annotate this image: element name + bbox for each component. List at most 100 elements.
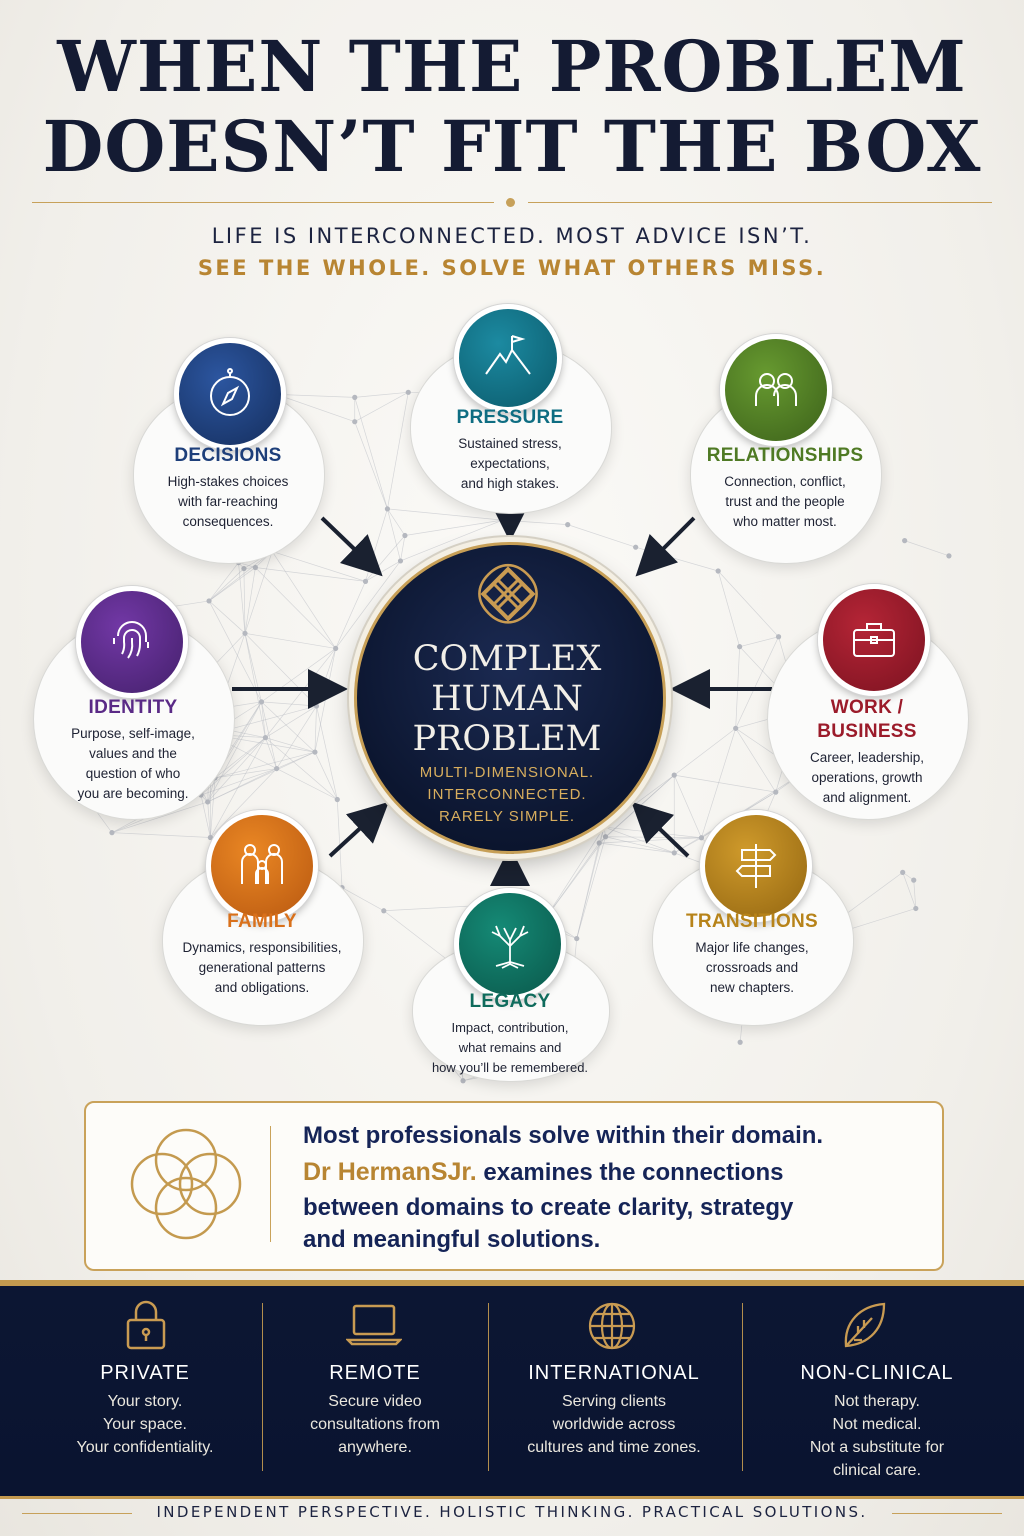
- identity-title: IDENTITY: [88, 697, 178, 718]
- network-line: [255, 567, 366, 582]
- network-line: [717, 570, 779, 638]
- subheadline-1: LIFE IS INTERCONNECTED. MOST ADVICE ISN’…: [211, 224, 813, 248]
- network-node: [733, 725, 739, 731]
- network-line: [244, 633, 262, 702]
- desc-line: who matter most.: [733, 514, 837, 529]
- desc-line: Career, leadership,: [809, 750, 925, 765]
- network-line: [735, 728, 777, 793]
- desc-line: Not therapy.: [834, 1393, 920, 1410]
- network-node: [334, 796, 340, 803]
- network-line: [244, 633, 317, 707]
- desc-line: generational patterns: [198, 960, 326, 975]
- network-line: [387, 508, 503, 521]
- network-line: [365, 535, 406, 582]
- network-line: [208, 551, 273, 602]
- network-node: [312, 749, 318, 755]
- network-line: [207, 701, 262, 803]
- feature-private-title: PRIVATE: [100, 1362, 190, 1384]
- desc-line: how you’ll be remembered.: [431, 1060, 589, 1075]
- network-node: [333, 645, 339, 652]
- desc-line: Your story.: [107, 1393, 183, 1410]
- center-sub-line: RARELY SIMPLE.: [439, 808, 575, 825]
- desc-line: crossroads and: [705, 960, 799, 975]
- network-line: [276, 394, 355, 423]
- desc-line: and obligations.: [214, 980, 310, 995]
- network-node: [601, 824, 607, 830]
- network-line: [673, 774, 702, 838]
- footer-separator: [742, 1303, 743, 1471]
- desc-line: Not a substitute for: [809, 1439, 945, 1456]
- network-node: [252, 564, 258, 571]
- network-line: [314, 648, 337, 753]
- network-line: [244, 632, 336, 649]
- network-line: [214, 768, 277, 779]
- desc-line: Secure video: [328, 1393, 422, 1410]
- family-icon: [206, 810, 318, 922]
- network-line: [272, 551, 366, 582]
- network-line: [635, 546, 719, 572]
- desc-line: Dynamics, responsibilities,: [182, 940, 342, 955]
- desc-line: cultures and time zones.: [527, 1439, 701, 1456]
- network-line: [207, 801, 211, 838]
- banner-line-3: between domains to create clarity, strat…: [303, 1194, 794, 1221]
- network-line: [544, 826, 605, 919]
- legacy-title: LEGACY: [469, 991, 551, 1012]
- footer-separator: [262, 1303, 263, 1471]
- desc-line: Sustained stress,: [458, 436, 562, 451]
- feature-nonclinical-title: NON-CLINICAL: [800, 1362, 954, 1384]
- network-node: [671, 850, 677, 856]
- network-line: [261, 701, 266, 738]
- feature-nonclinical-desc: Not therapy. Not medical. Not a substitute…: [752, 1390, 1002, 1482]
- desc-line: Serving clients: [561, 1393, 667, 1410]
- network-line: [354, 397, 388, 510]
- network-node: [946, 553, 952, 559]
- network-node: [775, 634, 782, 640]
- network-node: [405, 389, 411, 395]
- desc-line: High-stakes choices: [167, 474, 289, 489]
- network-line: [674, 728, 736, 776]
- desc-line: trust and the people: [725, 494, 845, 509]
- desc-line: Impact, contribution,: [451, 1020, 569, 1035]
- leaf-icon: [844, 1302, 886, 1348]
- banner-line-4: and meaningful solutions.: [303, 1226, 601, 1253]
- network-node: [313, 703, 320, 709]
- network-node: [715, 568, 721, 574]
- footer-separator: [488, 1303, 489, 1471]
- network-line: [383, 910, 452, 964]
- network-line: [335, 581, 366, 649]
- divider-right: [528, 202, 992, 203]
- banner-line-2-rest: examines the connections: [476, 1159, 784, 1186]
- network-line: [904, 540, 950, 557]
- desc-line: and alignment.: [822, 790, 912, 805]
- network-line: [207, 751, 316, 803]
- network-line: [238, 562, 246, 634]
- desc-line: values and the: [89, 746, 177, 761]
- laptop-icon: [346, 1304, 402, 1346]
- network-line: [208, 600, 262, 703]
- network-node: [205, 799, 211, 805]
- network-node: [913, 905, 919, 912]
- network-node: [262, 735, 269, 741]
- relationships-desc: Connection, conflict, trust and the peopl…: [680, 472, 890, 532]
- network-line: [913, 880, 917, 909]
- network-line: [354, 391, 409, 422]
- desc-line: anywhere.: [338, 1439, 412, 1456]
- network-line: [244, 567, 256, 634]
- network-line: [603, 774, 675, 828]
- desc-line: Not medical.: [832, 1416, 922, 1433]
- network-line: [599, 842, 675, 854]
- desc-line: expectations,: [470, 456, 550, 471]
- lock-icon: [126, 1300, 166, 1350]
- network-line: [208, 567, 256, 602]
- banner-line-1: Most professionals solve within their do…: [303, 1122, 824, 1149]
- network-node: [362, 578, 369, 584]
- network-node: [274, 765, 280, 772]
- work-title: WORK /BUSINESS: [767, 696, 967, 744]
- network-line: [200, 737, 266, 796]
- desc-line: Connection, conflict,: [724, 474, 846, 489]
- network-node: [242, 630, 248, 636]
- network-node: [499, 517, 505, 523]
- network-node: [258, 699, 265, 705]
- network-line: [265, 648, 336, 738]
